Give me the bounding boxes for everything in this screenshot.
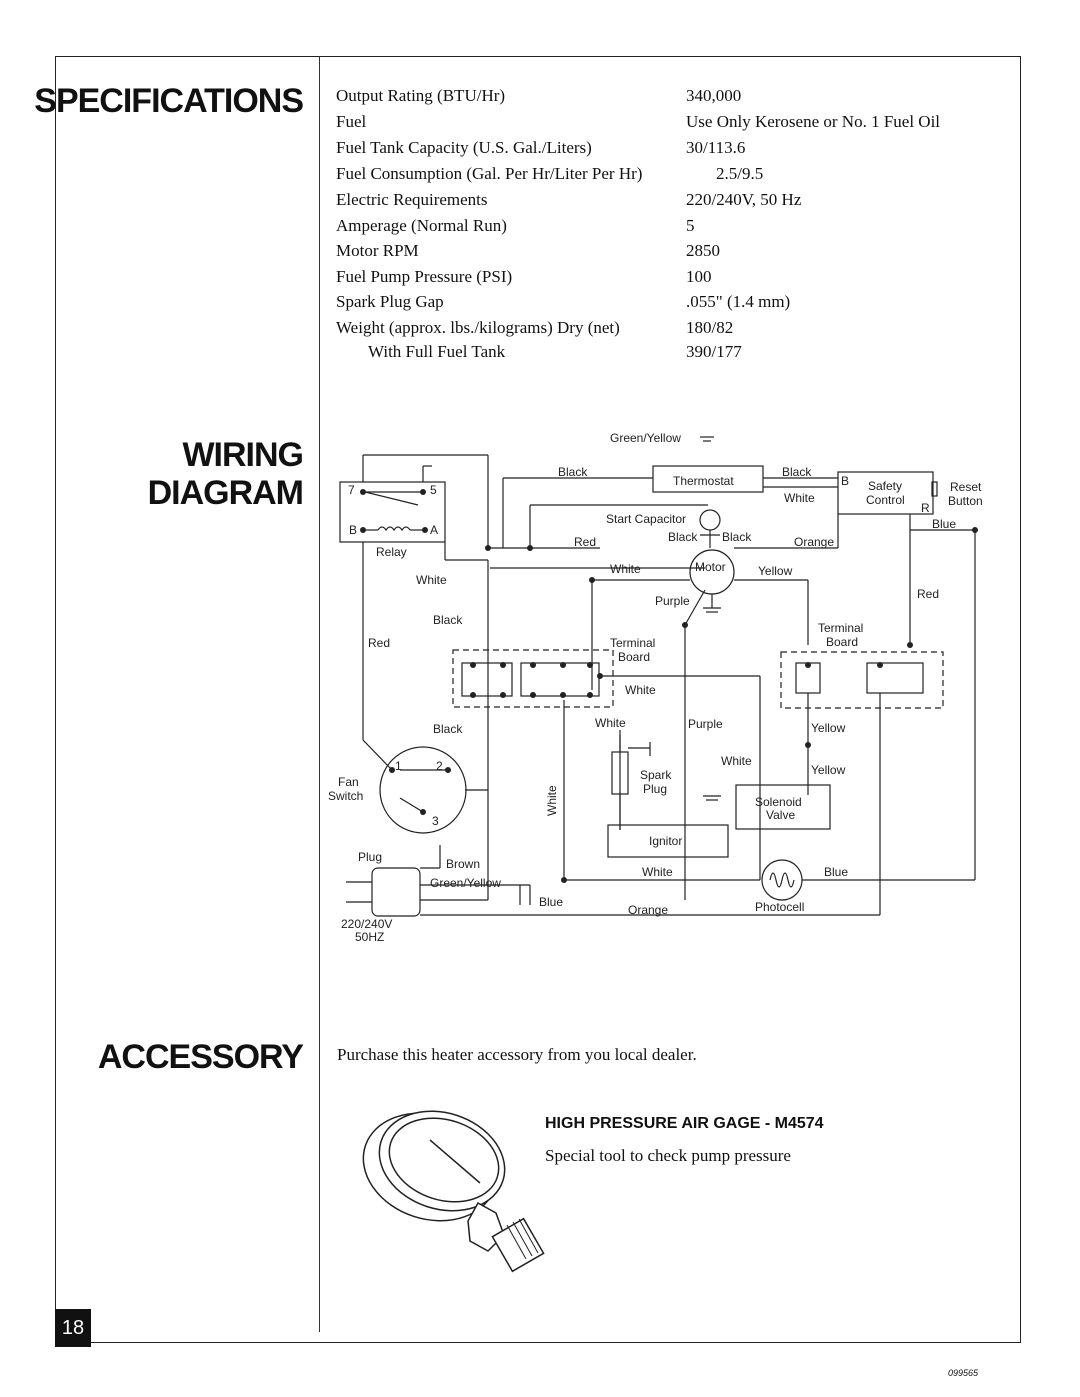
spec-value: 30/113.6: [686, 138, 746, 157]
label-relay: Relay: [376, 545, 407, 559]
spec-value: 2.5/9.5: [716, 164, 764, 183]
accessory-title: HIGH PRESSURE AIR GAGE - M4574: [545, 1115, 824, 1132]
label-valve: Valve: [766, 808, 795, 822]
label-black: Black: [433, 613, 463, 627]
label-relay-5: 5: [430, 483, 437, 497]
accessory-heading: ACCESSORY: [97, 1038, 304, 1076]
label-purple: Purple: [688, 717, 723, 731]
spec-label: Fuel Pump Pressure (PSI): [336, 267, 513, 286]
label-spark: Spark: [640, 768, 672, 782]
label-white: White: [625, 683, 656, 697]
spec-label: Spark Plug Gap: [336, 292, 444, 311]
spec-value: 390/177: [686, 342, 742, 361]
label-board: Board: [618, 650, 650, 664]
label-white: White: [784, 491, 815, 505]
label-red: Red: [917, 587, 939, 601]
label-photocell: Photocell: [755, 900, 804, 914]
label-thermostat: Thermostat: [673, 474, 734, 488]
label-control: Control: [866, 493, 905, 507]
label-r: R: [921, 501, 930, 515]
label-black: Black: [668, 530, 698, 544]
spec-label: Weight (approx. lbs./kilograms) Dry (net…: [336, 318, 620, 337]
spec-label: Fuel: [336, 112, 367, 131]
spec-value: 340,000: [686, 86, 742, 105]
label-plug: Plug: [358, 850, 382, 864]
label-motor: Motor: [695, 560, 726, 574]
spec-label: With Full Fuel Tank: [368, 342, 506, 361]
label-b: B: [841, 474, 849, 488]
label-white: White: [595, 716, 626, 730]
label-safety: Safety: [868, 479, 902, 493]
label-frequency: 50HZ: [355, 930, 384, 944]
label-white: White: [416, 573, 447, 587]
label-blue: Blue: [539, 895, 563, 909]
wiring-heading: WIRING: [182, 436, 304, 474]
accessory-intro: Purchase this heater accessory from you …: [337, 1045, 697, 1064]
label-fan-1: 1: [395, 759, 402, 773]
spec-label: Fuel Consumption (Gal. Per Hr/Liter Per …: [336, 164, 643, 183]
label-red: Red: [574, 535, 596, 549]
spec-value: 2850: [686, 241, 720, 260]
label-white: White: [721, 754, 752, 768]
accessory-description: Special tool to check pump pressure: [545, 1146, 791, 1165]
label-orange: Orange: [628, 903, 668, 917]
column-divider: [319, 56, 320, 1332]
label-white: White: [610, 562, 641, 576]
label-black: Black: [433, 722, 463, 736]
label-relay-7: 7: [348, 483, 355, 497]
spec-label: Amperage (Normal Run): [336, 216, 507, 235]
spec-value: .055" (1.4 mm): [686, 292, 791, 311]
specifications-heading: SPECIFICATIONS: [34, 82, 304, 120]
spec-label: Fuel Tank Capacity (U.S. Gal./Liters): [336, 138, 592, 157]
page-frame: [55, 56, 1021, 1343]
label-purple: Purple: [655, 594, 690, 608]
spec-value: Use Only Kerosene or No. 1 Fuel Oil: [686, 112, 941, 131]
label-green-yellow: Green/Yellow: [430, 876, 501, 890]
spec-value: 180/82: [686, 318, 734, 337]
spec-label: Motor RPM: [336, 241, 419, 260]
label-red: Red: [368, 636, 390, 650]
label-brown: Brown: [446, 857, 480, 871]
spec-label: Output Rating (BTU/Hr): [336, 86, 506, 105]
spec-label: Electric Requirements: [336, 190, 488, 209]
diagram-heading: DIAGRAM: [147, 474, 304, 512]
label-green-yellow: Green/Yellow: [610, 431, 681, 445]
spec-value: 5: [686, 216, 695, 235]
page-number: 18: [55, 1309, 91, 1347]
label-button: Button: [948, 494, 983, 508]
label-solenoid: Solenoid: [755, 795, 802, 809]
label-yellow: Yellow: [758, 564, 793, 578]
label-yellow: Yellow: [811, 721, 846, 735]
pressure-gauge-illustration: [362, 1110, 545, 1273]
wiring-diagram: Green/Yellow Black Thermostat Black B Sa…: [328, 431, 983, 944]
label-terminal: Terminal: [610, 636, 655, 650]
label-ignitor: Ignitor: [649, 834, 682, 848]
label-relay-a: A: [430, 523, 438, 537]
label-black: Black: [558, 465, 588, 479]
label-fan-2: 2: [436, 759, 443, 773]
label-orange: Orange: [794, 535, 834, 549]
label-board: Board: [826, 635, 858, 649]
label-spark-plug: Plug: [643, 782, 667, 796]
document-code: 099565: [948, 1368, 979, 1378]
label-white: White: [642, 865, 673, 879]
label-blue: Blue: [932, 517, 956, 531]
spec-value: 220/240V, 50 Hz: [686, 190, 802, 209]
label-fan: Fan: [338, 775, 359, 789]
label-relay-b: B: [349, 523, 357, 537]
label-reset: Reset: [950, 480, 982, 494]
label-black: Black: [782, 465, 812, 479]
label-blue: Blue: [824, 865, 848, 879]
label-white-vertical: White: [545, 785, 559, 816]
label-fan-3: 3: [432, 814, 439, 828]
label-switch: Switch: [328, 789, 363, 803]
spec-value: 100: [686, 267, 712, 286]
label-yellow: Yellow: [811, 763, 846, 777]
label-start-capacitor: Start Capacitor: [606, 512, 686, 526]
label-black: Black: [722, 530, 752, 544]
label-voltage: 220/240V: [341, 917, 392, 931]
label-terminal: Terminal: [818, 621, 863, 635]
